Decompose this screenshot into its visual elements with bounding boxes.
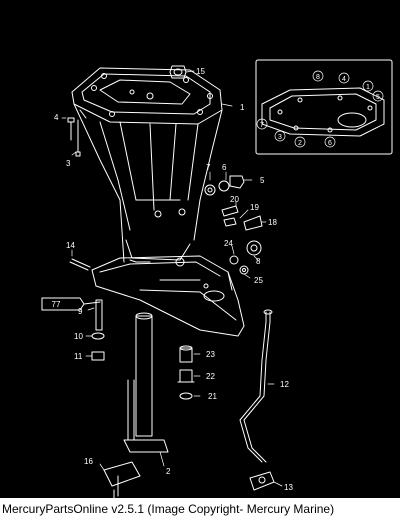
callout-19: 19 [250,203,259,212]
part-12-water-tube [239,309,273,463]
bolt-3-4 [67,109,87,157]
part-18-19-20-pins [221,205,263,231]
callout-10: 10 [74,332,83,341]
inset-gasket-detail [255,59,393,155]
inset-callout-1: 1 [366,84,370,91]
callout-2: 2 [166,467,171,476]
callout-9: 9 [78,307,83,316]
callout-8: 8 [256,257,261,266]
part-14-pin [69,258,91,271]
callout-20: 20 [230,195,239,204]
part-10-11-washer-nut [91,332,105,361]
leader-lines [61,70,283,487]
callout-4: 4 [54,113,59,122]
callout-5: 5 [260,176,265,185]
inset-callout-4: 4 [342,76,346,83]
part-21-22-23-bushings [177,345,195,400]
part-16-17-bracket [103,461,141,499]
callout-12: 12 [280,380,289,389]
tube-label: 77 [52,300,61,309]
inset-callout-8: 8 [316,74,320,81]
callout-7: 7 [206,163,211,172]
callout-23: 23 [206,350,215,359]
callout-18: 18 [268,218,277,227]
callout-25: 25 [254,276,263,285]
part-2-tube [123,312,169,453]
inset-callout-6: 6 [328,140,332,147]
callout-13: 13 [284,483,293,492]
callout-14: 14 [66,241,75,250]
part-9-sealant-tube [41,297,103,331]
callout-6: 6 [222,163,227,172]
callout-3: 3 [66,159,71,168]
part-15-nut [169,65,187,79]
callout-11: 11 [74,352,83,361]
part-5-6-7-fittings [204,175,245,196]
callout-1: 1 [240,103,245,112]
callout-24: 24 [224,239,233,248]
callout-16: 16 [84,457,93,466]
inset-callout-5: 5 [376,94,380,101]
inset-callout-3: 3 [278,134,282,141]
part-13-grommet [249,471,275,491]
driveshaft-housing [71,67,245,337]
copyright-footer: MercuryPartsOnline v2.5.1 (Image Copyrig… [0,498,400,520]
callout-15: 15 [196,67,205,76]
callout-21: 21 [208,392,217,401]
inset-callout-2: 2 [298,140,302,147]
callout-22: 22 [206,372,215,381]
inset-callout-7: 7 [260,122,264,129]
